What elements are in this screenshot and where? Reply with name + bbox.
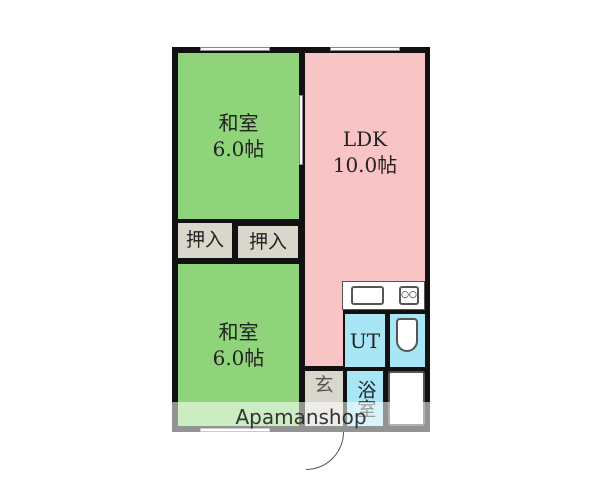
- room-washitsu-lower: 和室 6.0帖: [178, 264, 299, 426]
- window: [330, 47, 400, 51]
- room-oshiire-left: 押入: [178, 223, 232, 258]
- kitchen-counter: ○○: [342, 281, 425, 310]
- entrance-door-swing: [306, 432, 344, 470]
- toilet-icon: [396, 318, 418, 352]
- window: [200, 47, 270, 51]
- window: [299, 95, 303, 165]
- room-toilet: [390, 314, 425, 367]
- room-size: 6.0帖: [212, 137, 265, 161]
- room-name: LDK: [342, 127, 388, 151]
- room-name: 押入: [185, 229, 224, 252]
- room-name: 押入: [248, 230, 287, 253]
- stove-icon: ○○: [399, 286, 419, 305]
- sink-icon: [351, 286, 384, 305]
- room-name: UT: [349, 328, 381, 353]
- room-name: 玄: [314, 374, 334, 396]
- room-washitsu-upper: 和室 6.0帖: [178, 53, 299, 219]
- room-ldk: LDK 10.0帖: [305, 53, 425, 281]
- room-size: 6.0帖: [212, 346, 265, 370]
- watermark: Apamanshop: [172, 402, 430, 432]
- room-name: 和室: [218, 111, 259, 135]
- room-ldk-lower: [305, 270, 343, 366]
- room-size: 10.0帖: [332, 153, 398, 177]
- watermark-text: Apamanshop: [235, 405, 367, 429]
- room-name: 和室: [218, 320, 259, 344]
- room-ut: UT: [345, 314, 385, 367]
- room-oshiire-right: 押入: [238, 226, 298, 258]
